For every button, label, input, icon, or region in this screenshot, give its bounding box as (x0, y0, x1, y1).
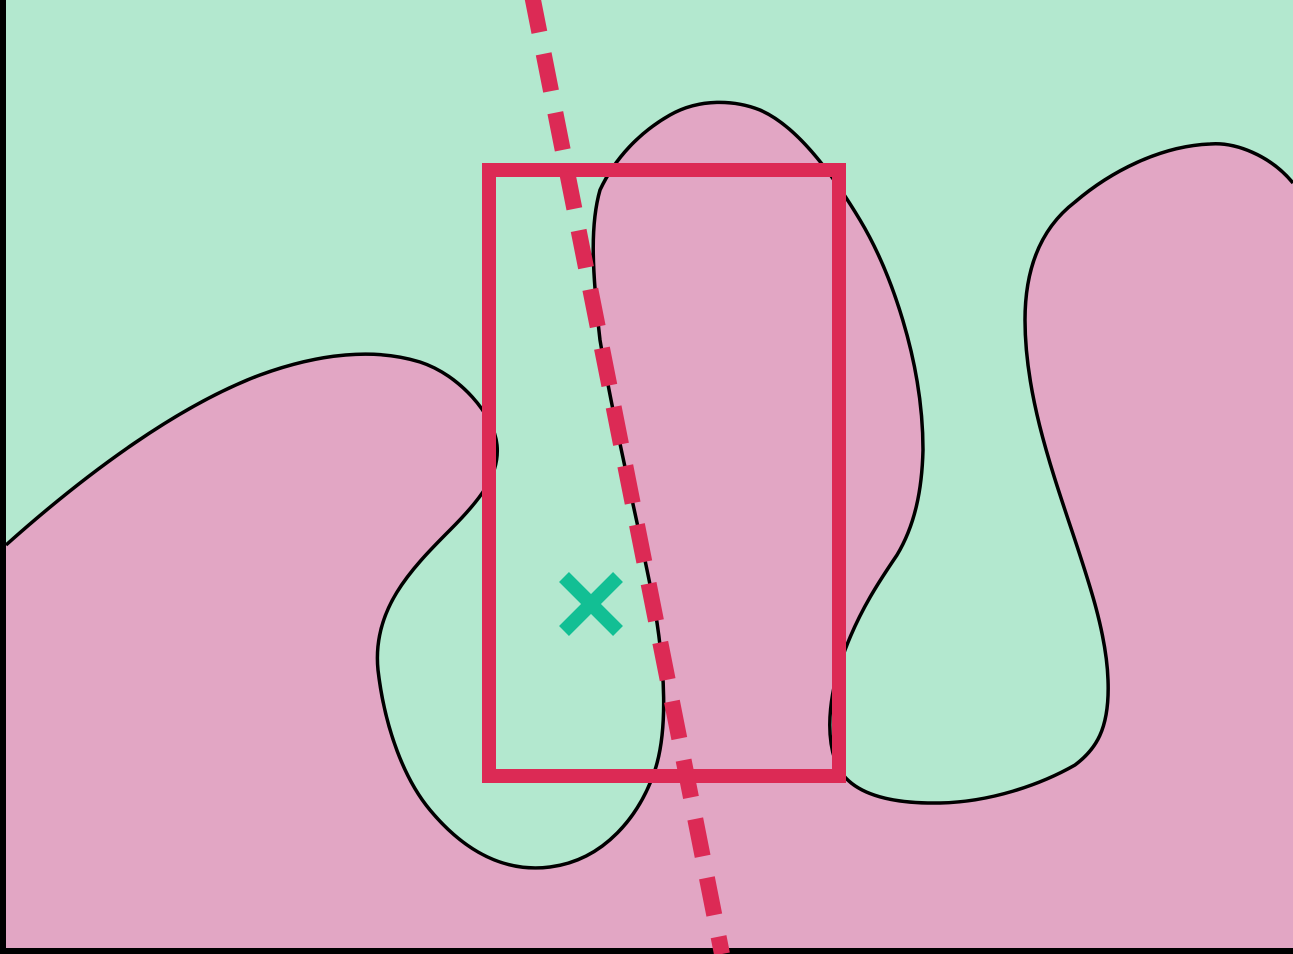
region-green (6, 0, 1293, 868)
red-rectangle (482, 163, 846, 783)
x-mark-icon (559, 572, 623, 636)
dashed-red-line (524, 0, 730, 954)
decision-boundary (4, 100, 1293, 870)
